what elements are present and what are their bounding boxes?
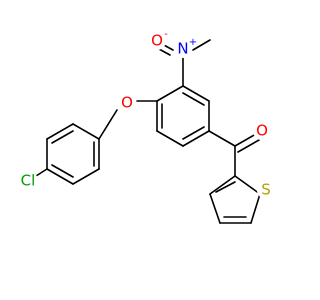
bond-inner: [51, 164, 74, 178]
bond: [158, 48, 171, 56]
bond: [209, 175, 236, 195]
bond-inner: [182, 126, 205, 140]
bond: [156, 130, 184, 147]
nitro-nitrogen-label: N: [177, 40, 188, 58]
bond-inner: [215, 181, 236, 193]
ether-oxygen-label: O: [121, 94, 133, 112]
carbonyl-oxygen-label: O: [256, 122, 268, 140]
bond: [182, 130, 210, 147]
chlorine-label: Cl: [21, 172, 36, 190]
bond: [72, 123, 100, 140]
sulfur-label: S: [261, 181, 271, 199]
bond: [234, 133, 257, 147]
bond: [156, 85, 184, 102]
bond: [208, 130, 236, 147]
bond: [209, 193, 221, 224]
bond: [237, 139, 260, 153]
nitro-oxygen-charge: -: [164, 29, 168, 40]
bond: [46, 168, 74, 185]
bond: [182, 85, 210, 102]
bond: [234, 175, 261, 195]
structure-diagram: Cl O N + O - O S: [18, 29, 275, 224]
bond: [250, 193, 261, 224]
nitro-nitrogen-charge: +: [189, 37, 197, 48]
bond: [46, 123, 74, 140]
bond-inner: [182, 92, 205, 106]
bond-inner: [51, 130, 74, 144]
bond: [98, 109, 118, 140]
nitro-oxygen-label: O: [151, 32, 163, 50]
bond: [72, 168, 100, 185]
atom-labels: Cl O N + O - O S: [18, 29, 275, 199]
bond: [35, 168, 48, 177]
bonds: [35, 39, 261, 224]
bond: [192, 39, 211, 51]
